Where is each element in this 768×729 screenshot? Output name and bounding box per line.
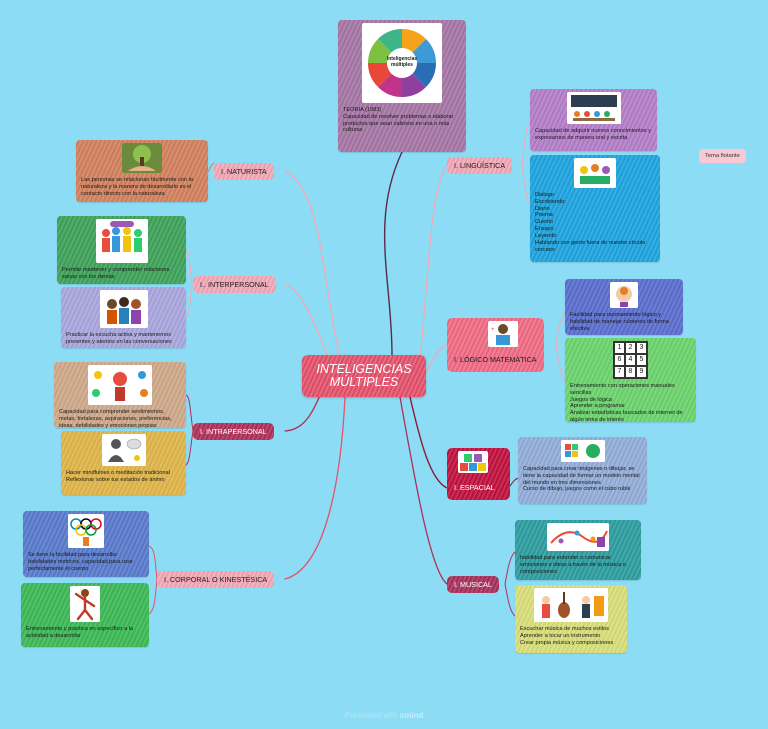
naturista-text: Las personas se relacionan fácilmente co… xyxy=(81,177,203,197)
corporal-card-1[interactable]: Se tiene la facilidad para desarrollar h… xyxy=(23,511,149,577)
instruments-icon xyxy=(534,588,608,622)
branch-musical[interactable]: I. MUSICAL xyxy=(447,576,499,593)
branch-interpersonal[interactable]: I.. INTERPERSONAL xyxy=(193,276,276,293)
people-group-icon xyxy=(96,219,148,263)
sudoku-cell: 6 xyxy=(614,354,625,366)
meditation-icon xyxy=(102,434,146,466)
naturista-card[interactable]: Las personas se relacionan fácilmente co… xyxy=(76,140,208,202)
branch-intrapersonal[interactable]: I. INTRAPERSONAL xyxy=(193,423,274,440)
branch-linguistica[interactable]: I. LINGÜÍSTICA xyxy=(447,157,512,174)
footer-prefix: Presented with xyxy=(345,711,400,720)
logico-card-2[interactable]: 1 2 3 6 4 5 7 8 9 Entrenamiento con oper… xyxy=(565,338,696,422)
intrapersonal-text-1: Capacidad para comprender sentimientos, … xyxy=(59,409,181,429)
thinking-head-icon xyxy=(610,282,638,308)
olympic-rings-icon xyxy=(68,514,104,548)
wheel-center-label: Inteligencias múltiples xyxy=(338,56,466,68)
sudoku-cell: 5 xyxy=(636,354,647,366)
branch-naturista[interactable]: I. NATURISTA xyxy=(214,163,274,180)
classroom-icon xyxy=(567,92,621,124)
interpersonal-card-1[interactable]: Permite mantener y comprender relaciones… xyxy=(57,216,186,284)
linguistica-card-1[interactable]: Capacidad de adquirir nuevos conocimient… xyxy=(530,89,657,151)
sudoku-cell: 1 xyxy=(614,342,625,354)
svg-text:+: + xyxy=(491,327,495,333)
sudoku-cell: 8 xyxy=(625,366,636,378)
music-notes-icon xyxy=(547,523,609,551)
kids-reading-icon xyxy=(574,158,616,188)
logico-text-1: Facilidad para razonamiento lógico y hab… xyxy=(570,312,678,332)
tree-hands-icon xyxy=(122,143,162,173)
emotions-icon xyxy=(88,365,152,405)
sudoku-cell: 2 xyxy=(625,342,636,354)
interpersonal-card-2[interactable]: Practicar la escucha activa y mantenerno… xyxy=(61,287,186,348)
floating-topic[interactable]: Tema flotante xyxy=(699,149,746,163)
conversation-icon xyxy=(100,290,148,328)
espacial-text: Capacidad para crear imágenes o dibujar,… xyxy=(523,466,642,493)
sudoku-cell: 7 xyxy=(614,366,625,378)
sudoku-cell: 9 xyxy=(636,366,647,378)
musical-card-2[interactable]: Escuchar música de muchos estilos Aprend… xyxy=(515,585,627,653)
corporal-card-2[interactable]: Entrenamiento y practica en específico a… xyxy=(21,583,149,647)
espacial-card[interactable]: Capacidad para crear imágenes o dibujar,… xyxy=(518,437,647,504)
sudoku-cell: 3 xyxy=(636,342,647,354)
linguistica-text-1: Capacidad de adquirir nuevos conocimient… xyxy=(535,128,652,142)
gymnast-icon xyxy=(70,586,100,622)
rubik-cube-icon xyxy=(561,440,605,462)
theory-card[interactable]: Inteligencias múltiples TEORIA (1983) Ca… xyxy=(338,20,466,152)
linguistica-card-2[interactable]: Dialogo Escribiendo: Diario Poema Cuento… xyxy=(530,155,660,262)
theory-text: TEORIA (1983) Capacidad de resolver prob… xyxy=(343,107,461,134)
logico-card-1[interactable]: Facilidad para razonamiento lógico y hab… xyxy=(565,279,683,335)
interpersonal-text-2: Practicar la escucha activa y mantenerno… xyxy=(66,332,181,346)
central-topic-label: INTELIGENCIAS MÚLTIPLES xyxy=(316,363,411,389)
sudoku-cell: 4 xyxy=(625,354,636,366)
xmind-brand: xmind xyxy=(400,711,424,720)
intrapersonal-card-2[interactable]: Hacer mindfulnes o meditación tradiciona… xyxy=(61,431,186,495)
branch-corporal[interactable]: I. CORPORAL O KINESTÉSICA xyxy=(157,571,274,588)
interpersonal-text-1: Permite mantener y comprender relaciones… xyxy=(62,267,181,281)
intrapersonal-text-2: Hacer mindfulnes o meditación tradiciona… xyxy=(66,470,181,484)
presented-with-footer: Presented with xmind xyxy=(0,711,768,720)
corporal-text-2: Entrenamiento y practica en específico a… xyxy=(26,626,144,640)
building-blocks-icon xyxy=(458,451,488,473)
musical-card-1[interactable]: habilidad para entender o comunicar emoc… xyxy=(515,520,641,580)
linguistica-text-2: Dialogo Escribiendo: Diario Poema Cuento… xyxy=(535,192,655,253)
sudoku-grid: 1 2 3 6 4 5 7 8 9 xyxy=(613,341,648,379)
logico-text-2: Entrenamiento con operaciones manuales s… xyxy=(570,383,691,424)
musical-text-2: Escuchar música de muchos estilos Aprend… xyxy=(520,626,622,646)
central-topic[interactable]: INTELIGENCIAS MÚLTIPLES xyxy=(302,355,426,397)
intrapersonal-card-1[interactable]: Capacidad para comprender sentimientos, … xyxy=(54,362,186,428)
corporal-text-1: Se tiene la facilidad para desarrollar h… xyxy=(28,552,144,572)
math-student-icon: + xyxy=(488,321,518,347)
musical-text-1: habilidad para entender o comunicar emoc… xyxy=(520,555,636,575)
